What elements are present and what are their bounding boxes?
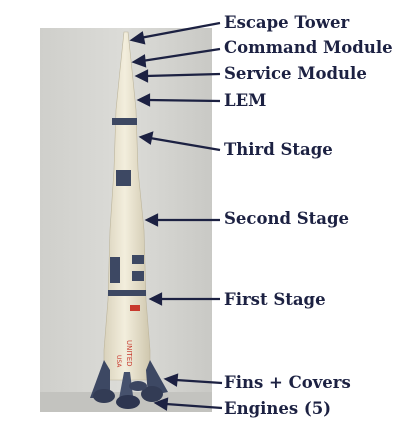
rocket-flag (130, 305, 140, 311)
label-first-stage: First Stage (224, 290, 326, 309)
rocket-block-second-b (132, 255, 144, 264)
engine-back (129, 381, 147, 391)
arrow-fins-covers (175, 378, 223, 385)
rocket-block-third-stage (116, 170, 131, 186)
arrowhead-escape-tower (129, 31, 146, 45)
arrowhead-first-stage (148, 292, 163, 306)
arrow-escape-tower (139, 21, 221, 40)
arrowhead-third-stage (138, 131, 154, 145)
fin-left (90, 360, 110, 398)
arrowhead-second-stage (144, 213, 159, 227)
arrow-service-module (145, 72, 221, 78)
arrow-lem (147, 98, 221, 103)
arrowhead-fins-covers (163, 373, 179, 387)
label-fins-covers: Fins + Covers (224, 373, 351, 392)
label-engines: Engines (5) (224, 399, 332, 418)
rocket-lettering-lower: USA (115, 355, 122, 368)
rocket-band-upper (112, 118, 137, 125)
engine-left (93, 389, 115, 403)
rocket-lettering-first-stage: UNITED (125, 340, 133, 367)
label-service-module: Service Module (224, 64, 367, 83)
label-escape-tower: Escape Tower (224, 13, 350, 32)
arrowhead-engines (153, 397, 169, 411)
arrow-command-module (141, 47, 221, 63)
label-command-module: Command Module (224, 38, 393, 57)
pointer-arrows (129, 21, 223, 411)
arrow-third-stage (149, 136, 221, 152)
arrowhead-service-module (134, 69, 149, 83)
arrowhead-lem (136, 93, 151, 107)
engine-center (116, 395, 140, 409)
rocket-block-second-a (110, 257, 120, 283)
arrow-engines (165, 402, 223, 410)
label-lem: LEM (224, 91, 267, 110)
rocket-band-interstage (108, 290, 146, 296)
label-third-stage: Third Stage (224, 140, 333, 159)
label-second-stage: Second Stage (224, 209, 350, 228)
arrowhead-command-module (131, 54, 147, 68)
rocket-block-second-c (132, 271, 144, 281)
engine-right (141, 386, 163, 402)
